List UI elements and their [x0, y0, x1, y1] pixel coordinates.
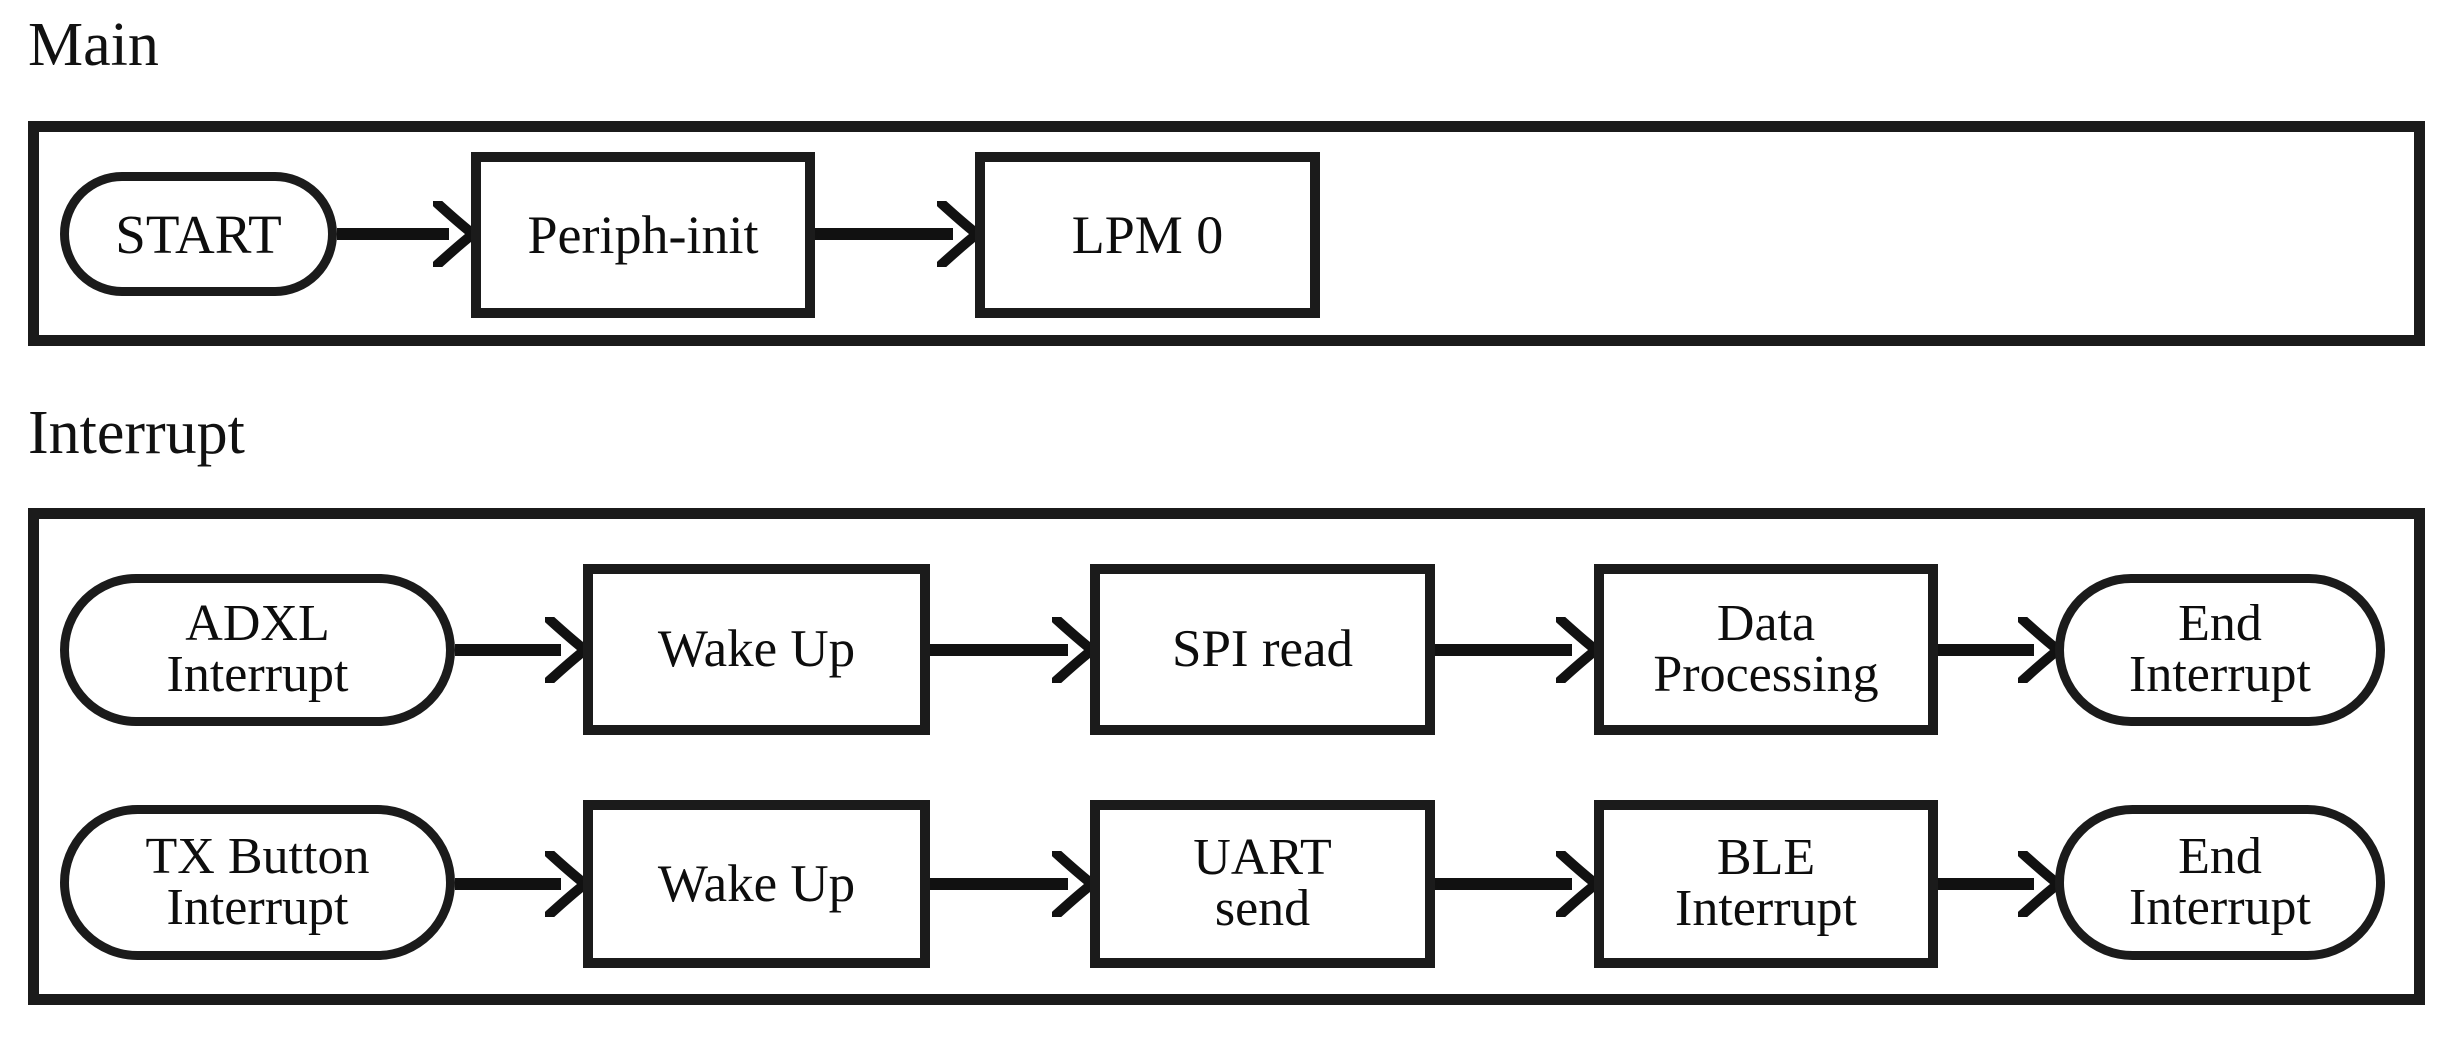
node-wake-up-1[interactable]: Wake Up: [583, 564, 930, 735]
node-data-processing-line1: Data: [1716, 594, 1816, 652]
node-wake-up-1-label: Wake Up: [657, 620, 856, 678]
node-data-processing-label: Data Processing: [1653, 597, 1879, 703]
node-adxl-interrupt[interactable]: ADXL Interrupt: [60, 574, 455, 726]
node-uart-send-label: UART send: [1193, 832, 1331, 937]
section-title-interrupt: Interrupt: [28, 399, 245, 467]
node-spi-read[interactable]: SPI read: [1090, 564, 1435, 735]
node-ble-interrupt-label: BLE Interrupt: [1675, 832, 1857, 937]
node-tx-button-interrupt-line1: TX Button: [145, 827, 370, 885]
node-spi-read-label: SPI read: [1171, 620, 1354, 678]
node-uart-send-line1: UART: [1193, 829, 1332, 887]
node-end-interrupt-2-line2: Interrupt: [2129, 878, 2311, 936]
node-end-interrupt-2-label: End Interrupt: [2129, 830, 2311, 936]
node-adxl-interrupt-line1: ADXL: [185, 595, 330, 653]
node-data-processing-line2: Processing: [1653, 645, 1879, 703]
node-wake-up-2-label: Wake Up: [657, 854, 856, 913]
node-start[interactable]: START: [60, 172, 337, 296]
node-adxl-interrupt-label: ADXL Interrupt: [166, 598, 349, 703]
node-periph-init[interactable]: Periph-init: [471, 152, 815, 318]
node-lpm-0[interactable]: LPM 0: [975, 152, 1320, 318]
node-tx-button-interrupt[interactable]: TX Button Interrupt: [60, 805, 455, 960]
node-ble-interrupt[interactable]: BLE Interrupt: [1594, 800, 1938, 968]
node-adxl-interrupt-line2: Interrupt: [166, 646, 349, 703]
node-uart-send[interactable]: UART send: [1090, 800, 1435, 968]
node-end-interrupt-2[interactable]: End Interrupt: [2055, 805, 2385, 960]
node-periph-init-label: Periph-init: [527, 205, 759, 265]
node-ble-interrupt-line1: BLE: [1716, 829, 1816, 887]
node-end-interrupt-1-line1: End: [2178, 595, 2262, 653]
node-end-interrupt-1-label: End Interrupt: [2129, 598, 2311, 703]
node-lpm-0-label: LPM 0: [1071, 205, 1224, 265]
node-tx-button-interrupt-line2: Interrupt: [166, 878, 349, 936]
node-uart-send-line2: send: [1214, 880, 1311, 937]
node-start-label: START: [115, 203, 282, 265]
section-title-main: Main: [28, 11, 159, 79]
node-end-interrupt-2-line1: End: [2178, 827, 2262, 885]
node-tx-button-interrupt-label: TX Button Interrupt: [146, 830, 370, 936]
node-end-interrupt-1[interactable]: End Interrupt: [2055, 574, 2385, 726]
node-data-processing[interactable]: Data Processing: [1594, 564, 1938, 735]
node-end-interrupt-1-line2: Interrupt: [2129, 646, 2311, 703]
node-ble-interrupt-line2: Interrupt: [1675, 880, 1857, 937]
node-wake-up-2[interactable]: Wake Up: [583, 800, 930, 968]
